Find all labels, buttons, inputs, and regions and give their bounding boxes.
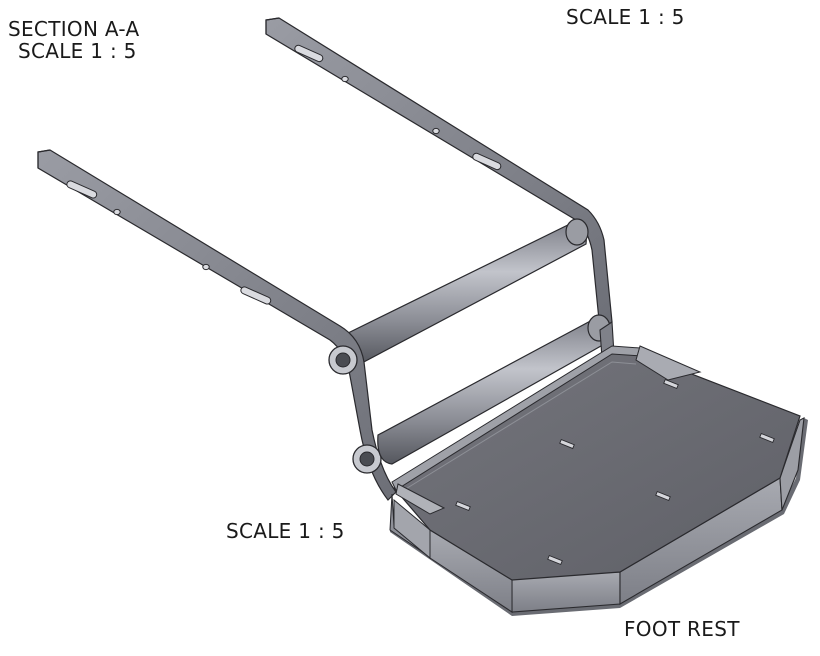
slot-icon <box>294 44 324 63</box>
top-scale-label: SCALE 1 : 5 <box>566 5 685 29</box>
right-arm <box>265 17 613 332</box>
section-title: SECTION A-A <box>8 17 140 41</box>
slot-icon <box>240 286 272 305</box>
section-scale-label: SCALE 1 : 5 <box>18 39 137 63</box>
plate-slots <box>455 378 775 566</box>
part-name-label: FOOT REST <box>624 617 740 641</box>
bottom-scale-label: SCALE 1 : 5 <box>226 519 345 543</box>
slot-icon <box>472 152 502 171</box>
left-arm <box>37 149 397 501</box>
slot-icon <box>66 180 98 199</box>
foot-plate <box>389 345 808 616</box>
